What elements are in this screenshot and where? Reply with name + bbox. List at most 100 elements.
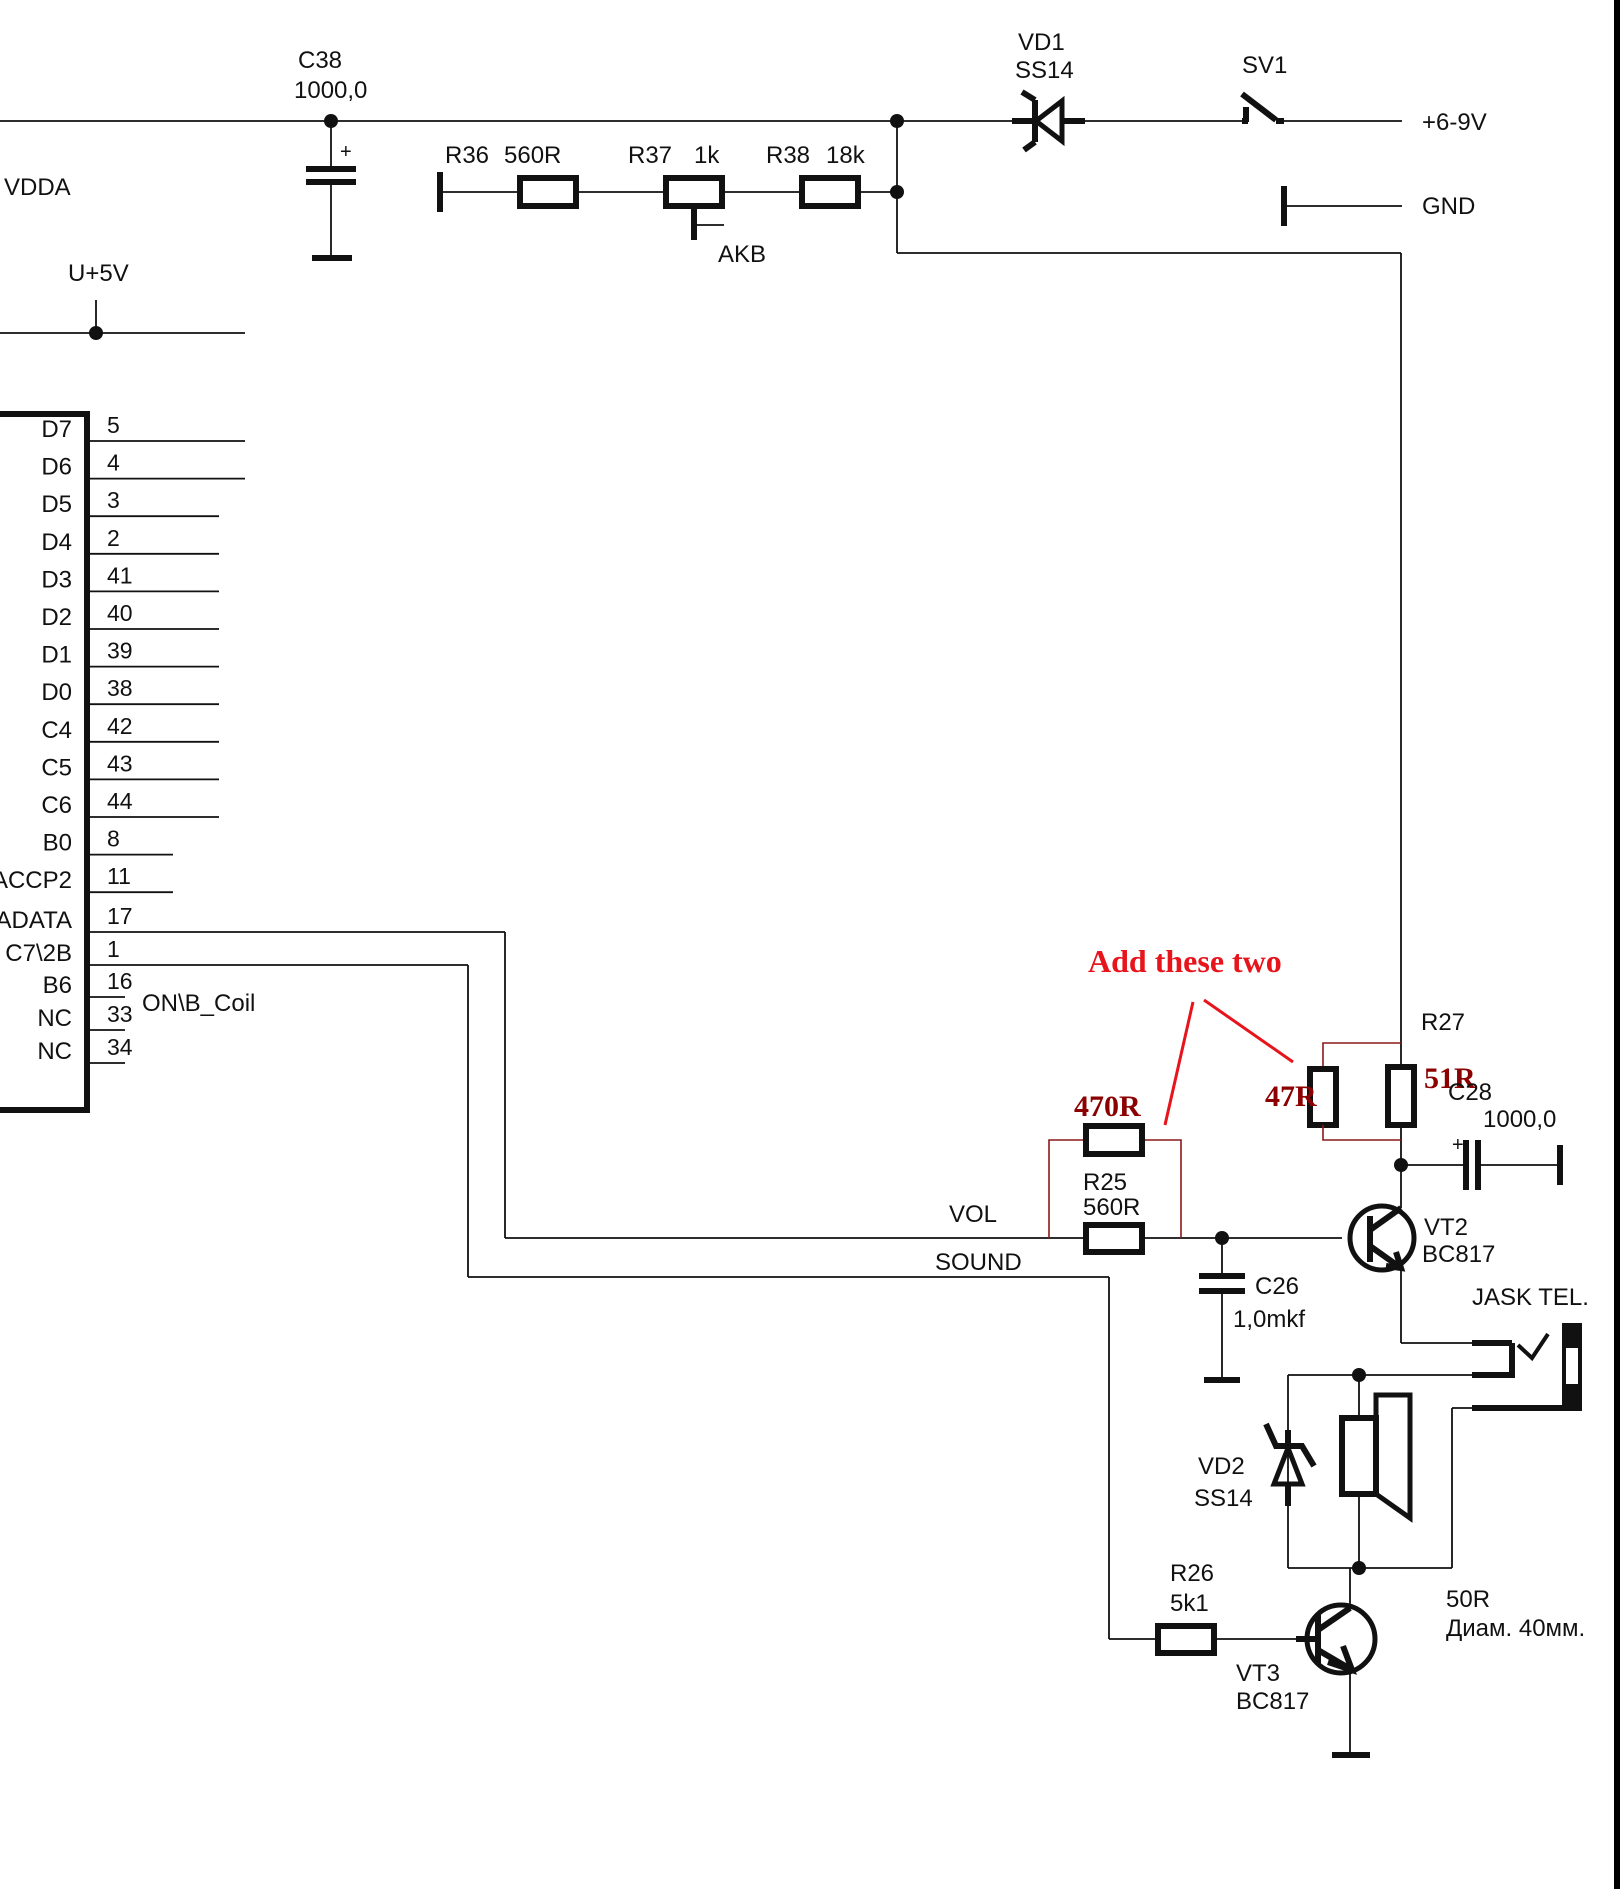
label-coil: ON\B_Coil — [142, 990, 255, 1017]
ic-pin-number: 5 — [107, 412, 120, 438]
ic-pin-number: 17 — [107, 903, 133, 929]
speaker-block: VD2 SS14 50R Диам. 40мм. — [1194, 1368, 1585, 1642]
resistor-r25: R25 560R — [1083, 1169, 1342, 1255]
ic-pin-name: D7 — [41, 416, 72, 443]
c38-polarity: + — [340, 141, 352, 163]
ic-pin-name: D0 — [41, 679, 72, 706]
ic-pin-name: D5 — [41, 491, 72, 518]
capacitor-c28: + C28 1000,0 — [1401, 1079, 1563, 1190]
r37-value: 1k — [694, 142, 720, 169]
ic-pin-name: D1 — [41, 642, 72, 669]
c28-polarity: + — [1452, 1134, 1464, 1156]
potentiometer-r37 — [663, 175, 725, 209]
label-akb: AKB — [718, 241, 766, 268]
transistor-vt2: VT2 BC817 — [1347, 1203, 1495, 1344]
r26-value: 5k1 — [1170, 1590, 1209, 1617]
ic-pin-name: C6 — [41, 792, 72, 819]
note-add-these-two: Add these two — [1088, 943, 1282, 979]
vd1-ref: VD1 — [1018, 29, 1065, 56]
c38-ref: C38 — [298, 47, 342, 74]
ic-pin-number: 33 — [107, 1001, 133, 1027]
ic-pin-name: C5 — [41, 754, 72, 781]
r36-value: 560R — [504, 142, 561, 169]
c28-value: 1000,0 — [1483, 1106, 1556, 1133]
switch-sv1[interactable]: SV1 — [1240, 52, 1287, 124]
c38-value: 1000,0 — [294, 77, 367, 104]
ic-pin-name: NC — [37, 1038, 72, 1065]
ic-pin-number: 1 — [107, 936, 120, 962]
ic-pin-number: 40 — [107, 600, 133, 626]
c26-value: 1,0mkf — [1233, 1306, 1305, 1333]
ic-pin-number: 38 — [107, 675, 133, 701]
resistor-r38 — [799, 175, 861, 209]
label-u5v: U+5V — [68, 260, 129, 287]
wire-vol: VOL — [504, 932, 1088, 1239]
speaker-coil — [1339, 1415, 1379, 1497]
vt2-value: BC817 — [1422, 1241, 1495, 1268]
u5v-net: U+5V — [0, 260, 245, 340]
ic-pin-name: NC — [37, 1005, 72, 1032]
jack-ref: JASK TEL. — [1472, 1284, 1589, 1311]
ic-pin-name: C7\2B — [5, 940, 72, 967]
ic-pin-number: 44 — [107, 788, 133, 814]
ic-pin-name: ACCP2 — [0, 867, 72, 894]
c26-ref: C26 — [1255, 1273, 1299, 1300]
label-vdda: VDDA — [4, 174, 71, 201]
transistor-vt3: VT3 BC817 — [1236, 1568, 1378, 1758]
r27-net: R27 47R 51R — [1265, 253, 1476, 1208]
ic-pin-number: 34 — [107, 1034, 133, 1060]
label-gnd: GND — [1422, 193, 1475, 220]
speaker-value: 50R — [1446, 1586, 1490, 1613]
ic-pin-number: 41 — [107, 562, 133, 588]
r38-value: 18k — [826, 142, 866, 169]
ic-pin-number: 3 — [107, 487, 120, 513]
ic-pin-number: 4 — [107, 450, 120, 476]
vt2-ref: VT2 — [1424, 1214, 1468, 1241]
resistor-r36 — [517, 175, 579, 209]
added-resistor-470r: 470R — [1048, 1090, 1182, 1238]
ic-pin-number: 42 — [107, 713, 133, 739]
ic-pin-name: B0 — [43, 830, 72, 857]
annotation-47r: 47R — [1265, 1080, 1317, 1113]
capacitor-c38: C38 1000,0 + — [294, 47, 367, 261]
diode-vd1: VD1 SS14 — [1012, 29, 1085, 153]
ic-pin-name: ADATA — [0, 907, 72, 934]
ic-pin-number: 11 — [107, 863, 131, 889]
label-supply: +6-9V — [1422, 109, 1487, 136]
ic-pin-number: 39 — [107, 638, 133, 664]
r37-ref: R37 — [628, 142, 672, 169]
r36-ref: R36 — [445, 142, 489, 169]
c28-ref: C28 — [1448, 1079, 1492, 1106]
annotation-note: Add these two — [1088, 943, 1294, 1126]
r25-value: 560R — [1083, 1194, 1140, 1221]
resistor-chain: R36 560R R37 1k R38 18k AKB — [437, 121, 1401, 268]
gnd-terminal: GND — [1281, 186, 1475, 226]
r38-ref: R38 — [766, 142, 810, 169]
vt3-value: BC817 — [1236, 1688, 1309, 1715]
capacitor-c26: C26 1,0mkf — [1199, 1238, 1305, 1383]
speaker-size: Диам. 40мм. — [1446, 1615, 1585, 1642]
ic-pin-name: D2 — [41, 604, 72, 631]
vd1-value: SS14 — [1015, 57, 1074, 84]
ic-pin-number: 16 — [107, 968, 133, 994]
wire-sound: SOUND — [467, 965, 1158, 1640]
vd2-ref: VD2 — [1198, 1453, 1245, 1480]
r25-ref: R25 — [1083, 1169, 1127, 1196]
vt3-ref: VT3 — [1236, 1660, 1280, 1687]
annotation-470r: 470R — [1074, 1090, 1141, 1123]
ic-pin-name: C4 — [41, 717, 72, 744]
r26-ref: R26 — [1170, 1560, 1214, 1587]
ic-pin-name: D3 — [41, 566, 72, 593]
label-vol: VOL — [949, 1201, 997, 1228]
vd2-value: SS14 — [1194, 1485, 1253, 1512]
ic-pin-number: 2 — [107, 525, 120, 551]
resistor-51r — [1385, 1064, 1417, 1128]
ic-pin-number: 8 — [107, 826, 120, 852]
resistor-r26: R26 5k1 — [1155, 1560, 1296, 1656]
headphone-jack[interactable]: JASK TEL. — [1472, 1284, 1589, 1411]
sv1-ref: SV1 — [1242, 52, 1287, 79]
r27-ref: R27 — [1421, 1009, 1465, 1036]
resistor-47r — [1307, 1066, 1339, 1128]
